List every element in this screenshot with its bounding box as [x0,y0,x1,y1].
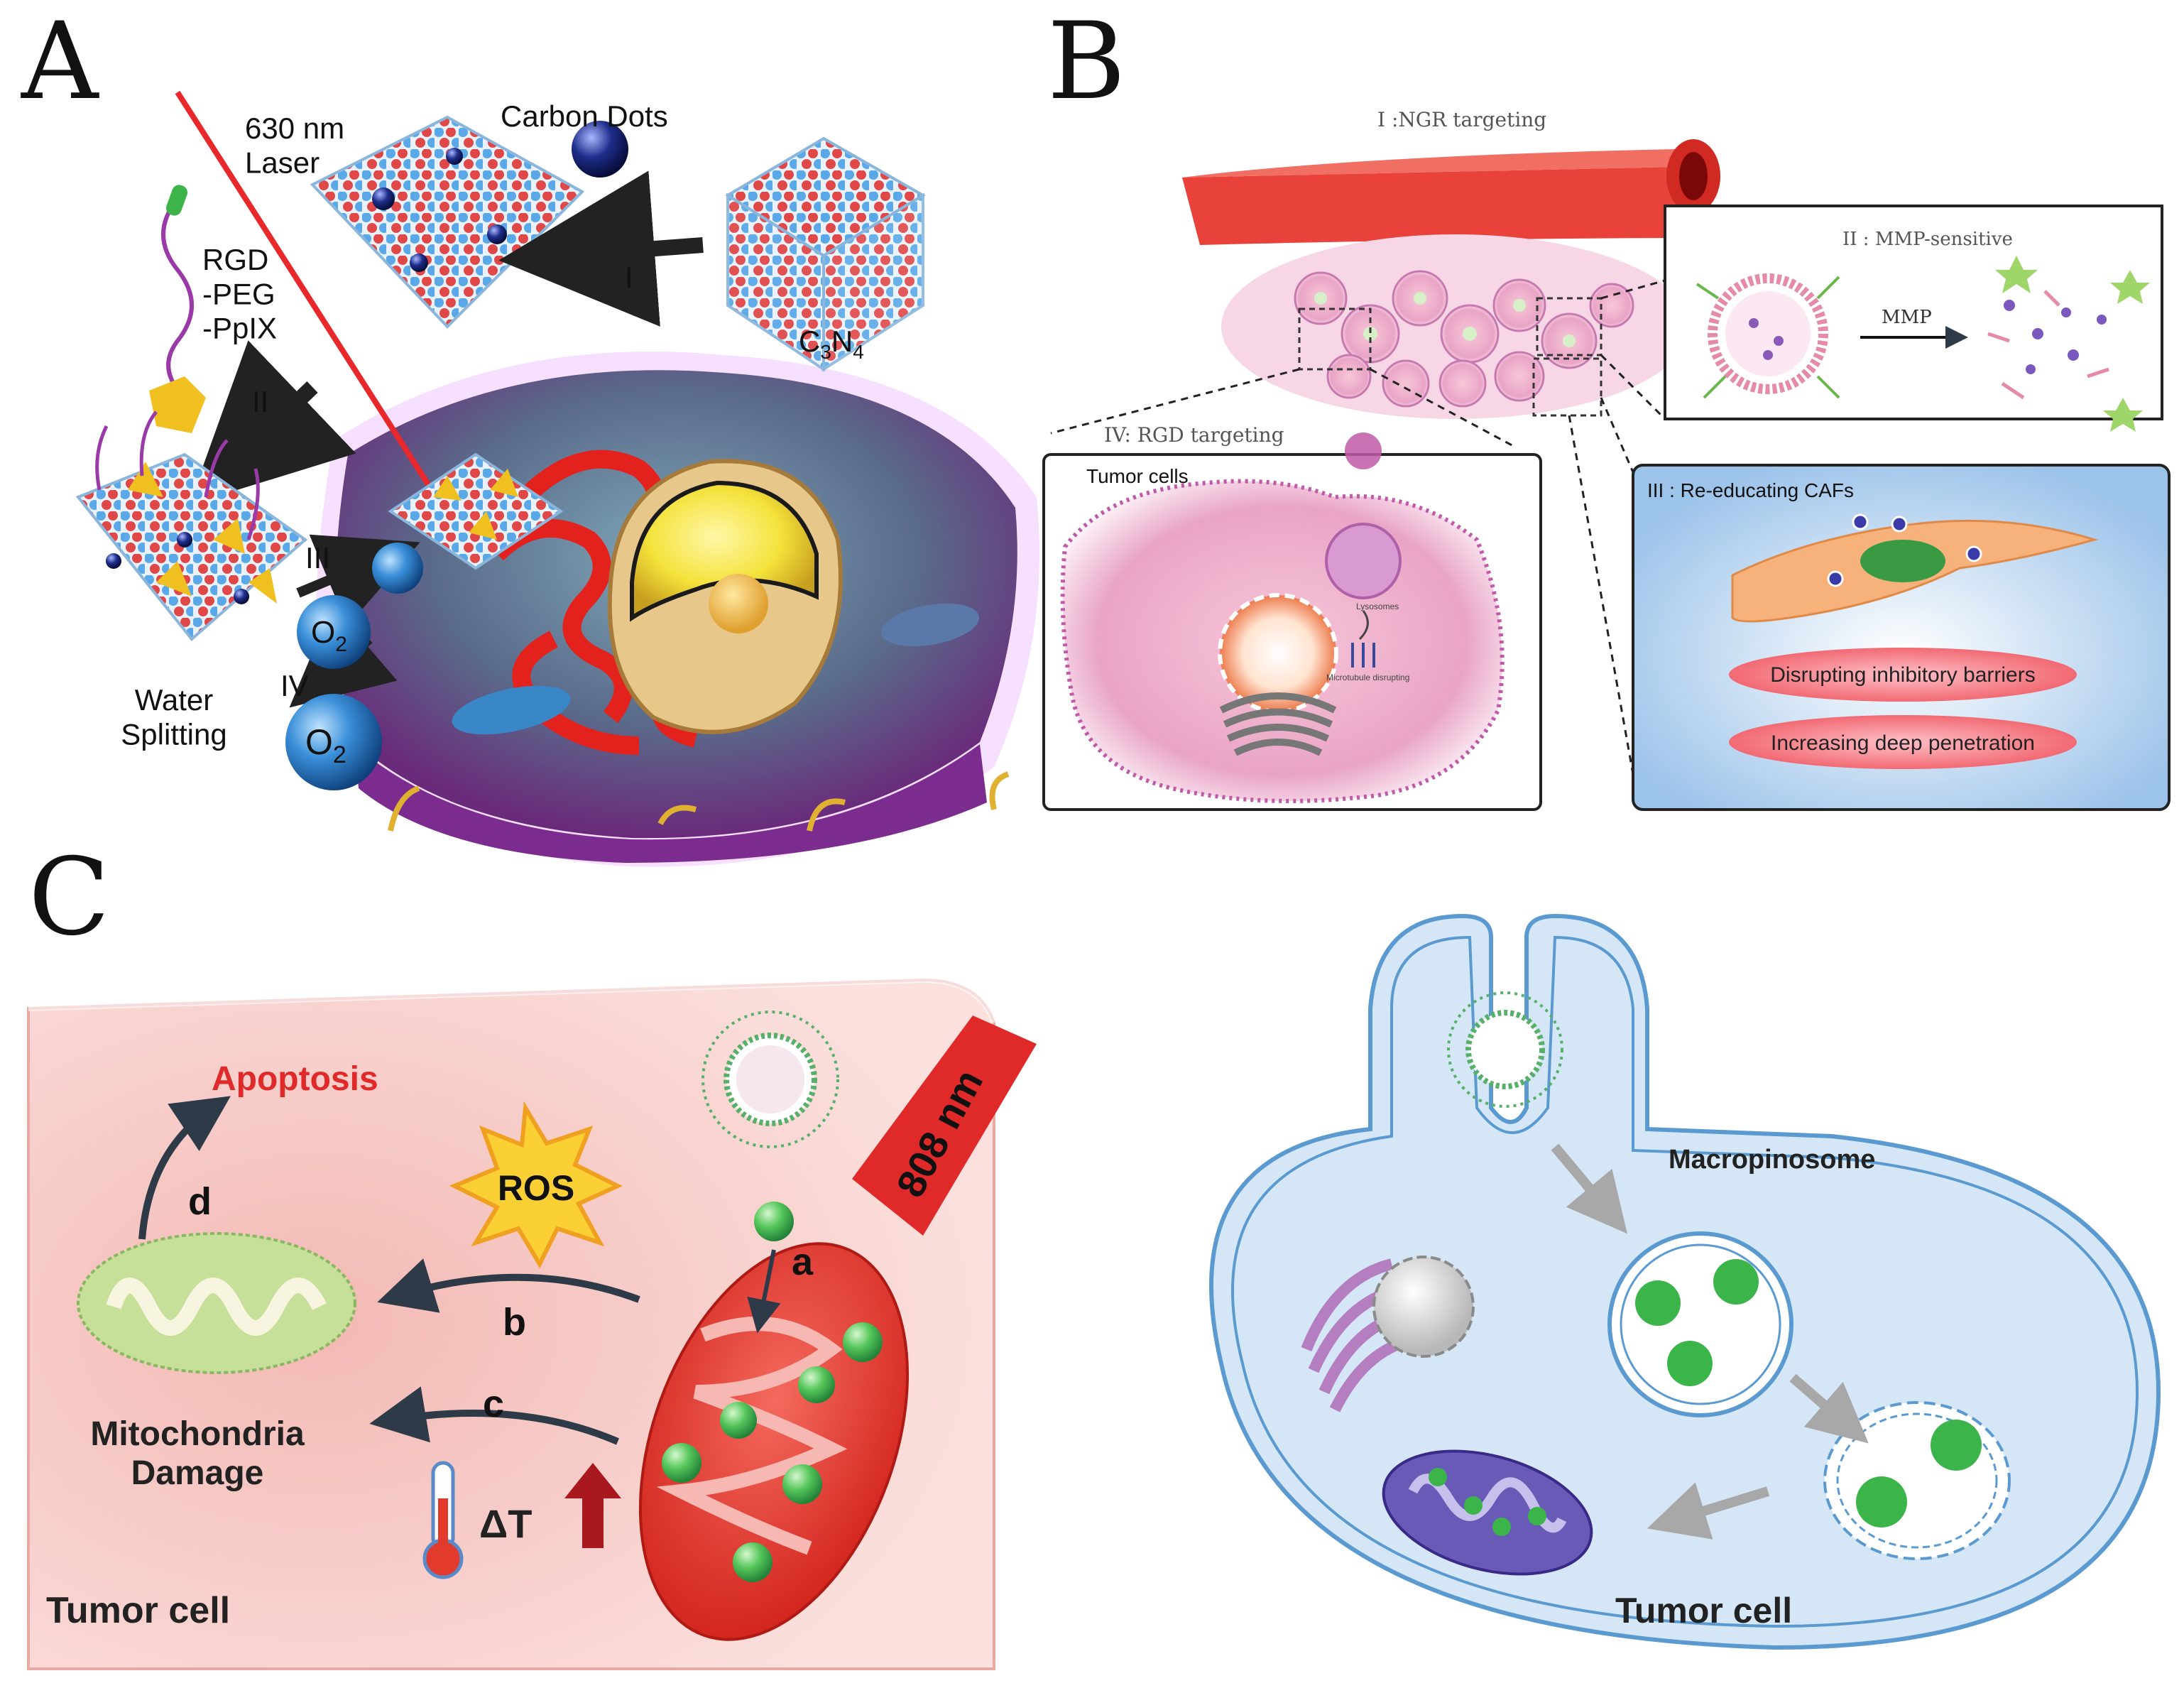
caf-box [1632,464,2171,811]
arrow-a [747,1249,781,1334]
carbon-dots-label: Carbon Dots [501,99,668,133]
panel-c: C [27,836,2161,1670]
step-a-label: a [792,1241,814,1283]
o2-sphere-top [297,595,371,669]
o2-sphere-bottom [285,694,382,790]
surface-receptors [388,771,1010,832]
o2-sphere-small [372,543,423,594]
arrow-uptake [1551,1143,1627,1234]
delta-t-label: ΔT [479,1501,532,1546]
laser-beam [175,90,457,528]
cd-c3n4-sheet [310,115,585,329]
o2-bottom-label: O2 [305,722,346,768]
arrow-step-2 [189,340,356,505]
red-mitochondrion [638,1202,910,1641]
zoom-connectors [1050,279,1666,775]
arrow-mito [1647,1482,1770,1540]
damaged-mitochondrion [77,1232,356,1374]
ngr-label: I :NGR targeting [1377,108,1546,131]
lysosomes-label: Lysosomes [1356,601,1399,611]
step-1-label: I [625,261,633,294]
nanosheet-at-cell [388,452,564,570]
barrier-pill [1729,648,2077,702]
ros-burst [449,1101,623,1269]
penetration-pill [1729,715,2077,769]
mmp-title: II : MMP-sensitive [1842,229,2013,250]
temperature-up-arrow [564,1463,621,1548]
nucleus [607,459,843,734]
step-c-label: c [483,1383,504,1425]
panel-a: A [21,0,1039,867]
macropinosome-label: Macropinosome [1669,1145,1875,1175]
linker-label: RGD-PEG-PpIX [202,243,277,345]
penetration-label: Increasing deep penetration [1771,731,2035,755]
step-d-label: d [188,1180,212,1223]
golgi [1301,1258,1421,1412]
mmp-arrow-label: MMP [1882,307,1932,328]
arrow-b [377,1258,640,1313]
step-3-label: III [305,541,330,575]
arrow-d [138,1096,231,1240]
vesicle [1372,1256,1475,1358]
apoptosis-label: Apoptosis [212,1060,378,1098]
caf-title: III : Re-educating CAFs [1647,479,1854,501]
rgd-label: IV: RGD targeting [1104,423,1284,447]
mitochondrion-a [452,685,571,735]
panel-c-label: C [28,836,110,959]
step-2-label: II [252,385,268,418]
arrow-c [369,1386,619,1445]
macropinocytosis-cell [1209,913,2161,1650]
tumor-cell-right-label: Tumor cell [1615,1591,1792,1630]
mitochondrion-b [880,603,980,647]
rgd-peg-ppix-linker [149,185,206,433]
panel-b-label: B [1047,0,1125,124]
rgd-targeting-box [1042,432,1542,811]
cell-illustration [316,352,1039,867]
tumor-mass [1221,234,1690,419]
step-4-label: IV [280,669,309,702]
panel-a-label: A [21,0,99,124]
panel-b: B I :NGR targeting [1042,0,2171,811]
tumor-cell-left-label: Tumor cell [46,1590,230,1631]
mmp-sensitive-box [1664,205,2163,432]
microtubule-label: Microtubule disrupting [1326,673,1409,682]
c3n4-label: C3N4 [799,325,864,363]
arrow-step-1 [498,170,704,327]
step-b-label: b [503,1301,526,1344]
arrow-step-3 [296,534,420,626]
o2-top-label: O2 [311,615,347,656]
c3n4-sheet [725,136,926,372]
barrier-label: Disrupting inhibitory barriers [1770,663,2035,687]
liposome-top [701,1011,839,1148]
functionalized-sheet [75,410,308,641]
tumor-cells-label: Tumor cells [1086,465,1189,487]
arrow-escape [1789,1373,1869,1444]
laser-banner [852,1015,1037,1236]
carbon-dot-sphere [572,121,628,178]
thermometer-icon [422,1461,464,1579]
ros-label: ROS [498,1168,574,1208]
blood-vessel [1182,139,1720,245]
